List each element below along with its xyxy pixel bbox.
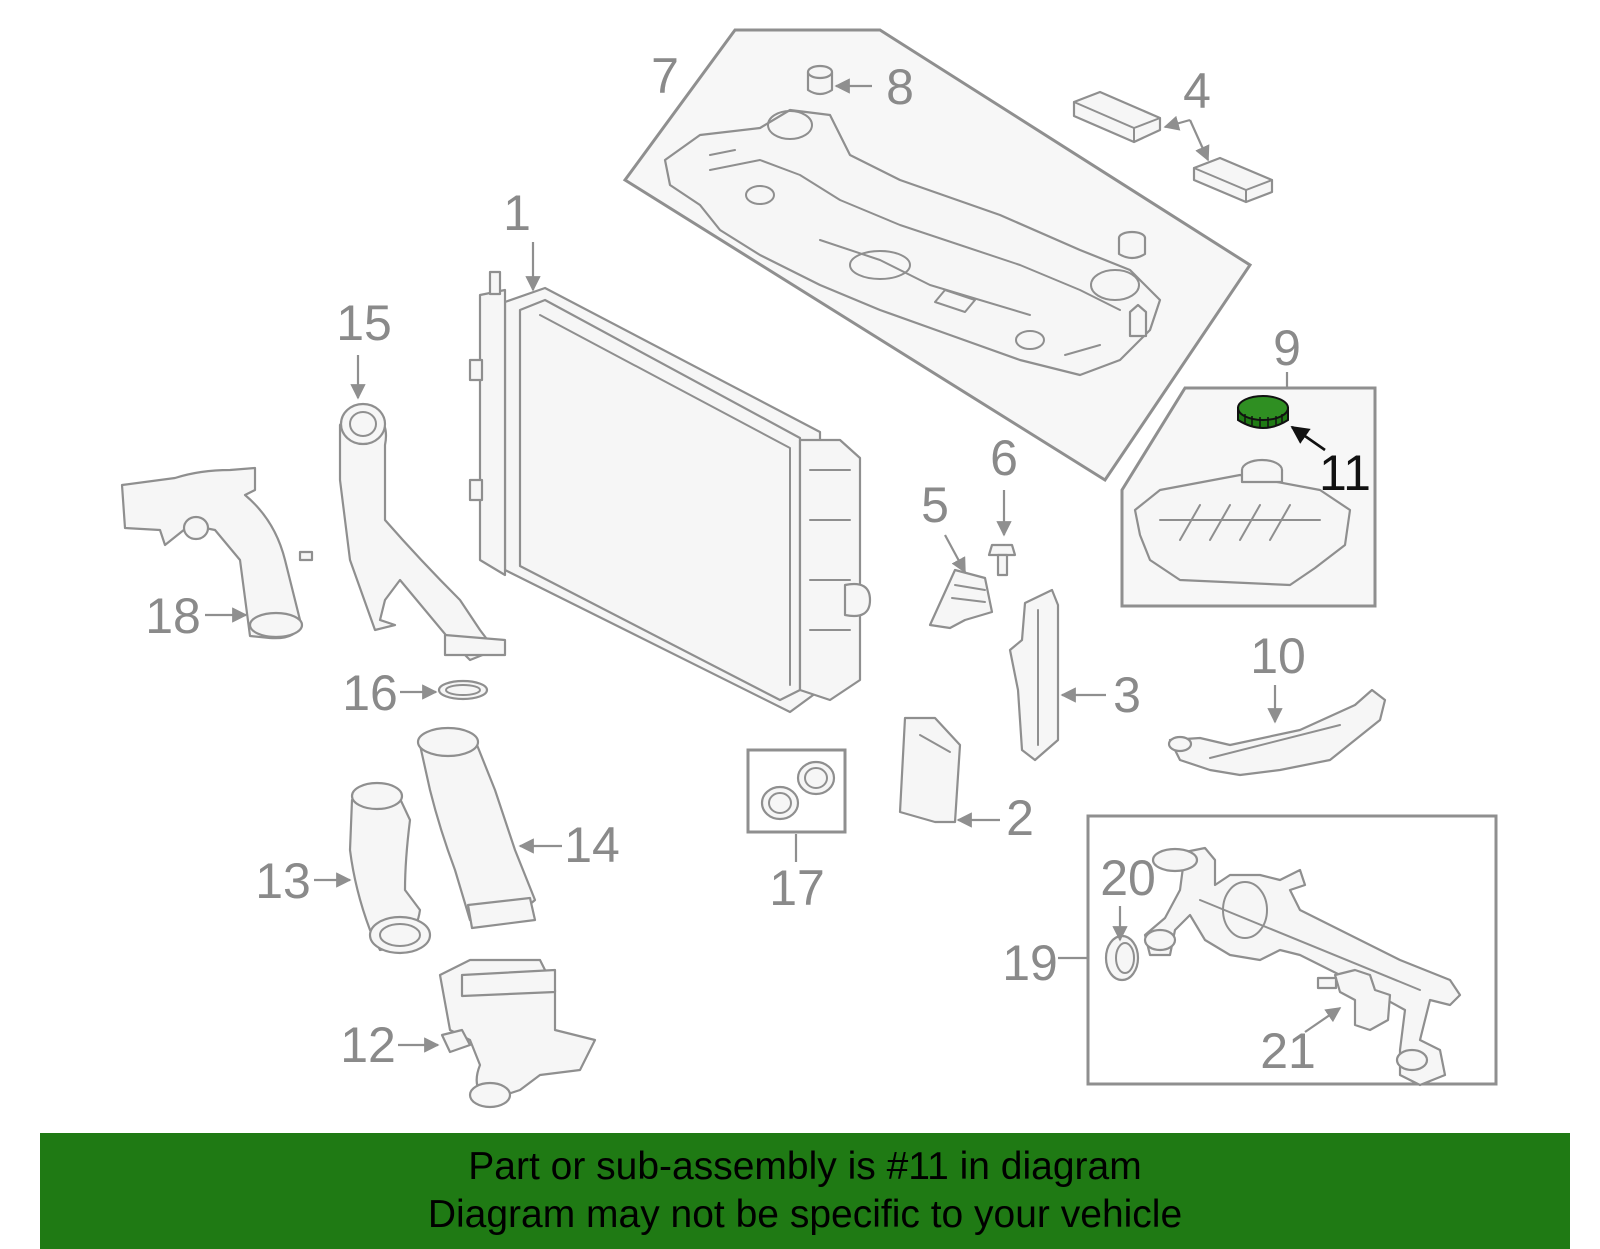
- callout-label-20: 20: [1100, 850, 1156, 906]
- callout-1: 1: [503, 185, 541, 292]
- part-7-engine-undercover[interactable]: [622, 28, 1253, 483]
- callout-9: 9: [1273, 320, 1301, 388]
- part-8-grommet[interactable]: [806, 64, 1147, 260]
- part-9-coolant-reservoir[interactable]: [1120, 386, 1377, 608]
- callout-label-8: 8: [886, 59, 914, 115]
- callout-label-9: 9: [1273, 320, 1301, 376]
- callout-3: 3: [1060, 667, 1141, 723]
- part-17-seals[interactable]: [746, 748, 847, 834]
- part-19-coolant-pipe-assembly[interactable]: [1086, 814, 1498, 1087]
- callout-18: 18: [145, 588, 248, 644]
- callout-4: 4: [1163, 63, 1211, 162]
- callout-label-16: 16: [342, 665, 398, 721]
- part-2-seal-panel[interactable]: [898, 716, 962, 824]
- part-15-upper-hose[interactable]: [338, 402, 507, 662]
- callout-label-10: 10: [1250, 628, 1306, 684]
- callout-label-13: 13: [255, 853, 311, 909]
- part-info-banner: Part or sub-assembly is #11 in diagram D…: [40, 1133, 1570, 1249]
- callout-19: 19: [1002, 935, 1088, 991]
- callout-label-12: 12: [340, 1017, 396, 1073]
- part-11-reservoir-cap[interactable]: [1237, 395, 1289, 429]
- callout-label-1: 1: [503, 185, 531, 241]
- callout-8: 8: [834, 59, 914, 115]
- callout-label-2: 2: [1006, 790, 1034, 846]
- callout-label-7: 7: [651, 48, 679, 104]
- callout-label-6: 6: [990, 430, 1018, 486]
- callout-label-4: 4: [1183, 63, 1211, 119]
- banner-line-disclaimer: Diagram may not be specific to your vehi…: [427, 1193, 1183, 1236]
- callout-17: 17: [769, 834, 825, 916]
- callout-label-11: 11: [1319, 445, 1371, 501]
- part-5-bracket[interactable]: [928, 568, 994, 630]
- callout-2: 2: [956, 790, 1034, 846]
- part-1-radiator[interactable]: [468, 270, 872, 714]
- part-12-thermostat-housing[interactable]: [438, 958, 597, 1109]
- part-10-support-bracket[interactable]: [1167, 688, 1387, 777]
- callout-label-17: 17: [769, 860, 825, 916]
- callout-21: 21: [1260, 1007, 1342, 1079]
- callout-20: 20: [1100, 850, 1156, 942]
- callout-6: 6: [990, 430, 1018, 537]
- callout-7: 7: [651, 48, 679, 104]
- callout-label-19: 19: [1002, 935, 1058, 991]
- part-16-o-ring[interactable]: [437, 679, 489, 701]
- callout-12: 12: [340, 1017, 440, 1073]
- part-18-hose-assembly[interactable]: [120, 466, 314, 640]
- part-3-air-deflector[interactable]: [1008, 588, 1060, 762]
- part-13-hose[interactable]: [348, 781, 432, 955]
- callout-13: 13: [255, 853, 352, 909]
- callout-label-14: 14: [564, 817, 620, 873]
- callout-label-5: 5: [921, 477, 949, 533]
- callout-14: 14: [518, 817, 620, 873]
- part-6-bolt[interactable]: [987, 543, 1017, 577]
- banner-line-part-number: Part or sub-assembly is #11 in diagram: [468, 1145, 1142, 1188]
- callout-15: 15: [336, 295, 392, 400]
- part-14-hose[interactable]: [416, 726, 537, 930]
- part-4-foam-pads[interactable]: [1072, 90, 1274, 204]
- callout-5: 5: [921, 477, 966, 574]
- callout-label-3: 3: [1113, 667, 1141, 723]
- callout-label-21: 21: [1260, 1023, 1316, 1079]
- callout-label-18: 18: [145, 588, 201, 644]
- part-21-temperature-sensor[interactable]: [1316, 968, 1392, 1032]
- callout-10: 10: [1250, 628, 1306, 724]
- callout-16: 16: [342, 665, 438, 721]
- callout-label-15: 15: [336, 295, 392, 351]
- part-20-seal[interactable]: [1104, 934, 1140, 982]
- callout-11: 11: [1290, 425, 1371, 501]
